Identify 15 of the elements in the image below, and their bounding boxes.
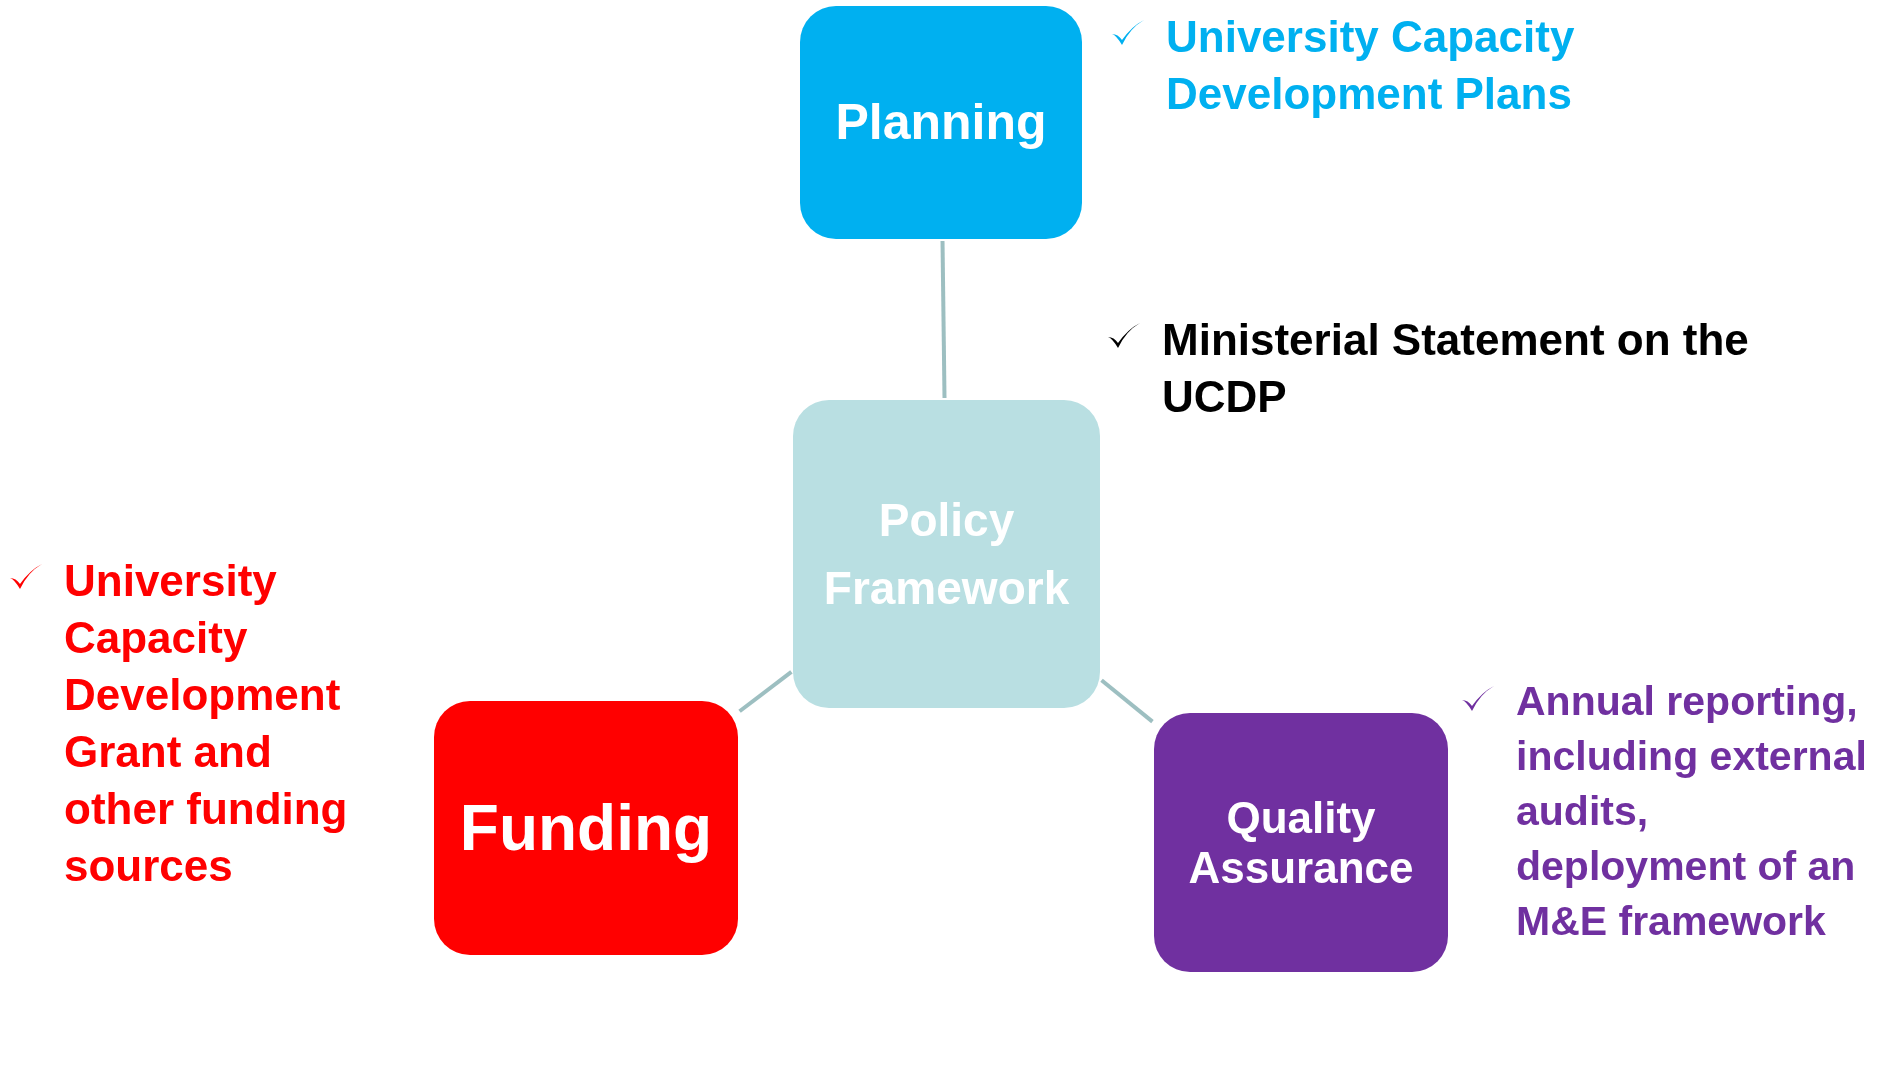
bullet-text: Ministerial Statement on the UCDP (1161, 314, 1750, 423)
connector-line (1100, 678, 1154, 724)
box-title: Policy Framework (822, 493, 1071, 616)
rounded-box (1154, 713, 1448, 972)
box-title: Funding (459, 791, 713, 866)
box-title: Planning (835, 93, 1047, 152)
box-title: Quality Assurance (1187, 792, 1415, 893)
rounded-box (434, 701, 738, 955)
bullet-text: University Capacity Development Plans (1165, 11, 1576, 120)
rounded-box (800, 6, 1082, 239)
connector-line (940, 240, 947, 399)
rounded-box (793, 400, 1100, 708)
bullet-text: Annual reporting, including external audits, deployment of an M&E framework (1515, 677, 1868, 946)
bullet-text: University Capacity Development Grant and other funding sources (63, 555, 349, 892)
connector-line (738, 670, 793, 713)
